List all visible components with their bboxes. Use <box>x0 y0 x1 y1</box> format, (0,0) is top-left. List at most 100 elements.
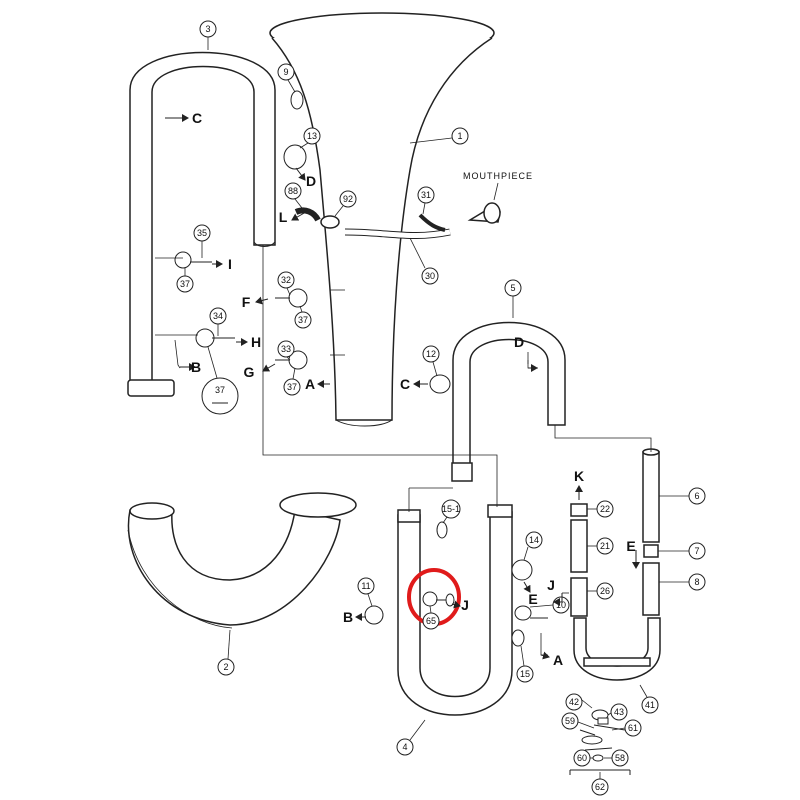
svg-text:37: 37 <box>287 382 297 392</box>
svg-text:37: 37 <box>298 315 308 325</box>
letter-C1: C <box>165 110 202 126</box>
svg-text:C: C <box>192 110 202 126</box>
svg-text:E: E <box>528 591 537 607</box>
svg-text:61: 61 <box>628 723 638 733</box>
letter-L1: L <box>279 209 307 225</box>
callout-7: 7 <box>658 542 706 560</box>
svg-text:59: 59 <box>565 716 575 726</box>
bell-part <box>269 12 495 427</box>
callout-43: 43 <box>607 703 628 721</box>
svg-text:34: 34 <box>213 311 223 321</box>
callout-1: 1 <box>409 127 469 145</box>
svg-text:10: 10 <box>556 600 566 610</box>
callout-3: 3 <box>199 20 217 50</box>
svg-text:12: 12 <box>426 349 436 359</box>
callout-42: 42 <box>565 693 593 711</box>
callout-31: 31 <box>417 186 435 215</box>
callout-41: 41 <box>639 684 659 714</box>
svg-text:30: 30 <box>425 271 435 281</box>
callout-58: 58 <box>604 749 629 767</box>
callout-92: 92 <box>334 190 357 217</box>
svg-text:9: 9 <box>283 67 288 77</box>
letter-D2: D <box>514 334 538 372</box>
svg-text:1: 1 <box>457 131 462 141</box>
svg-text:42: 42 <box>569 697 579 707</box>
svg-text:15-1: 15-1 <box>442 504 460 514</box>
svg-text:F: F <box>242 294 251 310</box>
part-callouts: 1 2 3 4 5 6 7 8 9 10 11 12 13 14 15 15-1… <box>176 20 706 796</box>
svg-text:2: 2 <box>223 662 228 672</box>
svg-text:3: 3 <box>205 24 210 34</box>
svg-text:22: 22 <box>600 504 610 514</box>
callout-61: 61 <box>611 719 642 737</box>
svg-text:7: 7 <box>694 546 699 556</box>
callout-11: 11 <box>357 577 375 607</box>
svg-text:13: 13 <box>307 131 317 141</box>
pipe-3 <box>127 51 276 397</box>
callout-60: 60 <box>573 749 593 767</box>
svg-text:92: 92 <box>343 194 353 204</box>
svg-text:62: 62 <box>595 782 605 792</box>
svg-text:6: 6 <box>694 491 699 501</box>
svg-text:33: 33 <box>281 344 291 354</box>
callout-12: 12 <box>422 345 440 377</box>
letter-E2: E <box>523 581 538 607</box>
svg-text:4: 4 <box>402 742 407 752</box>
letter-F1: F <box>242 294 269 310</box>
svg-text:26: 26 <box>600 586 610 596</box>
callout-88: 88 <box>284 182 303 209</box>
svg-text:B: B <box>191 359 201 375</box>
letter-J1: J <box>547 577 569 606</box>
callout-21: 21 <box>587 537 614 555</box>
letter-E1: E <box>626 538 640 569</box>
letter-B1: B <box>180 359 201 375</box>
right-tube-set <box>569 448 661 775</box>
mouthpiece-label: MOUTHPIECE <box>463 171 533 181</box>
svg-text:L: L <box>279 209 288 225</box>
svg-text:G: G <box>244 364 255 380</box>
callout-14: 14 <box>523 531 543 561</box>
letter-D1: D <box>295 167 316 189</box>
svg-text:37: 37 <box>215 385 225 395</box>
callout-34: 34 <box>209 307 227 336</box>
svg-text:14: 14 <box>529 535 539 545</box>
svg-text:K: K <box>574 468 584 484</box>
connection-letters: C D L I F H B G A D C K E J E B J A <box>165 110 640 668</box>
svg-text:41: 41 <box>645 700 655 710</box>
svg-text:37: 37 <box>180 279 190 289</box>
svg-text:11: 11 <box>361 581 370 591</box>
svg-text:32: 32 <box>281 275 291 285</box>
letter-G1: G <box>244 363 276 380</box>
letter-K1: K <box>574 468 584 500</box>
svg-text:21: 21 <box>600 541 610 551</box>
svg-text:5: 5 <box>510 283 515 293</box>
pipe-4 <box>397 504 513 716</box>
svg-text:58: 58 <box>615 753 625 763</box>
callout-33: 33 <box>277 340 295 361</box>
callout-30: 30 <box>409 237 439 285</box>
svg-text:E: E <box>626 538 635 554</box>
svg-text:I: I <box>228 256 232 272</box>
callout-32: 32 <box>277 271 295 296</box>
callout-8: 8 <box>659 573 706 591</box>
svg-text:J: J <box>461 597 469 613</box>
callout-9: 9 <box>277 63 296 93</box>
svg-text:J: J <box>547 577 555 593</box>
callout-15: 15 <box>516 645 534 683</box>
svg-text:C: C <box>400 376 410 392</box>
callout-13: 13 <box>299 127 321 149</box>
callout-37d: 37 <box>201 346 239 415</box>
callout-2: 2 <box>217 629 235 676</box>
svg-text:A: A <box>305 376 315 392</box>
svg-text:60: 60 <box>577 753 587 763</box>
svg-text:D: D <box>306 173 316 189</box>
small-fittings <box>174 90 548 647</box>
svg-text:A: A <box>553 652 563 668</box>
svg-text:D: D <box>514 334 524 350</box>
letter-A1: A <box>305 376 330 392</box>
callout-6: 6 <box>659 487 706 505</box>
callout-37a: 37 <box>176 268 194 293</box>
callout-37b: 37 <box>294 305 312 329</box>
callout-62: 62 <box>591 772 609 796</box>
